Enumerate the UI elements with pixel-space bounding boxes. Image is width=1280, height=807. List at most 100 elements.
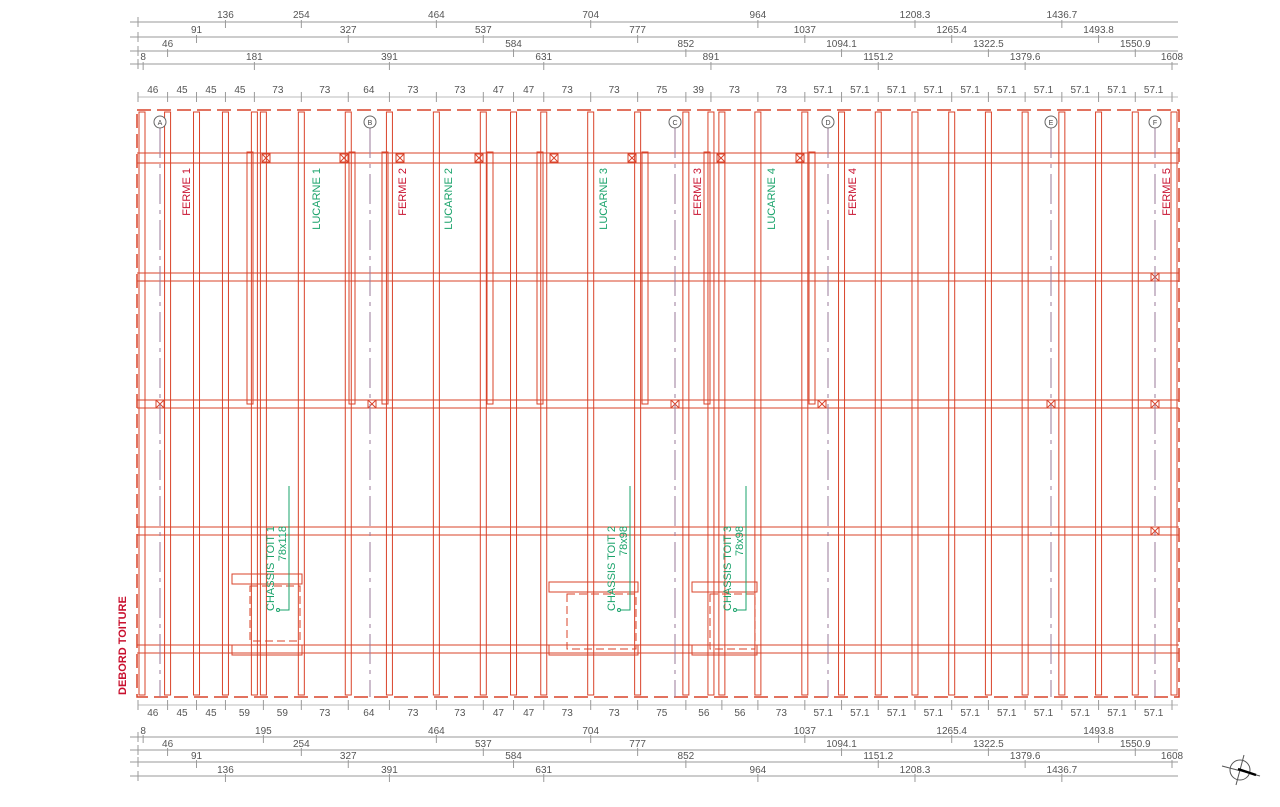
rafter bbox=[682, 111, 690, 696]
dimension-value: 181 bbox=[246, 52, 263, 63]
grid-axis-bubble bbox=[363, 115, 377, 129]
dimension-value: 1037 bbox=[794, 726, 817, 737]
rafter bbox=[1058, 111, 1066, 696]
rafter bbox=[259, 111, 267, 696]
chassis-header bbox=[231, 573, 303, 585]
dimension-value: 91 bbox=[191, 751, 203, 762]
chain-dimension-value: 73 bbox=[562, 708, 574, 719]
dimension-value: 584 bbox=[505, 751, 522, 762]
connector-cross bbox=[795, 153, 805, 163]
chain-dimension-value: 57.1 bbox=[960, 708, 980, 719]
dimension-value: 1265.4 bbox=[936, 726, 967, 737]
chassis-name: CHASSIS TOIT 2 bbox=[606, 526, 618, 611]
chain-dimension-value: 57.1 bbox=[850, 708, 870, 719]
dimension-value: 1550.9 bbox=[1120, 39, 1151, 50]
chain-dimension-value: 57.1 bbox=[813, 708, 833, 719]
connector-x-icon bbox=[627, 153, 637, 163]
chassis-name: CHASSIS TOIT 1 bbox=[265, 526, 277, 611]
chain-dimension-value: 57.1 bbox=[1034, 85, 1054, 96]
chain-dimension-value: 73 bbox=[609, 708, 621, 719]
chain-dimension-value: 46 bbox=[147, 85, 159, 96]
connector-cross bbox=[474, 153, 484, 163]
chain-dimension-value: 57.1 bbox=[1070, 708, 1090, 719]
connector-cross bbox=[549, 153, 559, 163]
dimension-value: 1265.4 bbox=[936, 25, 967, 36]
chassis-name: CHASSIS TOIT 3 bbox=[722, 526, 734, 611]
chain-dimension-value: 75 bbox=[656, 85, 668, 96]
chain-dimension-value: 73 bbox=[776, 708, 788, 719]
dimension-value: 1094.1 bbox=[826, 739, 857, 750]
trimmer bbox=[381, 151, 389, 405]
chain-dimension-value: 45 bbox=[205, 85, 217, 96]
chain-dimension-value: 57.1 bbox=[1144, 85, 1164, 96]
connector-cross bbox=[395, 153, 405, 163]
chain-dimension-value: 47 bbox=[493, 708, 505, 719]
chassis-leader-line bbox=[279, 486, 290, 611]
dimension-value: 1208.3 bbox=[900, 765, 931, 776]
connector-box bbox=[474, 153, 484, 163]
connector-box bbox=[395, 153, 405, 163]
chain-dimension-value: 73 bbox=[319, 85, 331, 96]
chain-dimension-value: 73 bbox=[319, 708, 331, 719]
connector-x-icon bbox=[474, 153, 484, 163]
lucarne-label: LUCARNE 4 bbox=[766, 168, 778, 230]
chain-dimension-value: 73 bbox=[562, 85, 574, 96]
dimension-value: 852 bbox=[678, 39, 695, 50]
connector-box bbox=[261, 153, 271, 163]
dimension-value: 1151.2 bbox=[863, 52, 893, 63]
dimension-value: 537 bbox=[475, 739, 492, 750]
chain-dimension-value: 47 bbox=[523, 708, 535, 719]
dimension-value: 1608 bbox=[1161, 751, 1184, 762]
connector-box bbox=[549, 153, 559, 163]
dimension-value: 136 bbox=[217, 765, 234, 776]
connector-cross bbox=[1150, 526, 1160, 536]
rafter bbox=[164, 111, 172, 696]
grid-axis-label: D bbox=[825, 120, 830, 127]
rafter bbox=[718, 111, 726, 696]
chain-dimension-value: 59 bbox=[277, 708, 289, 719]
lucarne-label: LUCARNE 1 bbox=[311, 168, 323, 230]
rafter bbox=[1131, 111, 1139, 696]
dimension-value: 777 bbox=[629, 739, 646, 750]
dimension-value: 1322.5 bbox=[973, 739, 1004, 750]
dimension-value: 136 bbox=[217, 10, 234, 21]
trimmer bbox=[808, 151, 816, 405]
connector-cross bbox=[261, 153, 271, 163]
grid-axis-bubble bbox=[1148, 115, 1162, 129]
rafter bbox=[297, 111, 305, 696]
grid-axis-bubble bbox=[821, 115, 835, 129]
chain-dimension-value: 57.1 bbox=[813, 85, 833, 96]
ferme-label: FERME 5 bbox=[1161, 168, 1173, 216]
dimension-value: 1436.7 bbox=[1047, 765, 1078, 776]
dimension-value: 631 bbox=[535, 52, 552, 63]
chain-dimension-value: 73 bbox=[454, 708, 466, 719]
dimension-value: 1208.3 bbox=[900, 10, 931, 21]
dimension-value: 631 bbox=[535, 765, 552, 776]
chain-dimension-value: 59 bbox=[239, 708, 251, 719]
connector-cross bbox=[367, 399, 377, 409]
lucarne-label: LUCARNE 2 bbox=[443, 168, 455, 230]
chassis-sill bbox=[548, 644, 639, 656]
connector-x-icon bbox=[716, 153, 726, 163]
connector-box bbox=[627, 153, 637, 163]
rafter bbox=[587, 111, 595, 696]
dimension-value: 1550.9 bbox=[1120, 739, 1151, 750]
dimension-value: 1493.8 bbox=[1083, 726, 1114, 737]
dimension-value: 704 bbox=[582, 726, 599, 737]
grid-axis-label: C bbox=[672, 120, 677, 127]
chain-dimension-value: 73 bbox=[407, 708, 419, 719]
chain-dimension-value: 73 bbox=[776, 85, 788, 96]
rafter bbox=[948, 111, 956, 696]
rafter bbox=[634, 111, 642, 696]
dimension-value: 464 bbox=[428, 726, 445, 737]
rafter bbox=[510, 111, 518, 696]
chassis-size: 78x98 bbox=[618, 526, 630, 556]
dimension-value: 1436.7 bbox=[1047, 10, 1078, 21]
ferme-label: FERME 4 bbox=[847, 168, 859, 216]
chain-dimension-value: 73 bbox=[272, 85, 284, 96]
dimension-value: 254 bbox=[293, 739, 310, 750]
connector-cross bbox=[716, 153, 726, 163]
chain-dimension-value: 57.1 bbox=[1107, 708, 1127, 719]
